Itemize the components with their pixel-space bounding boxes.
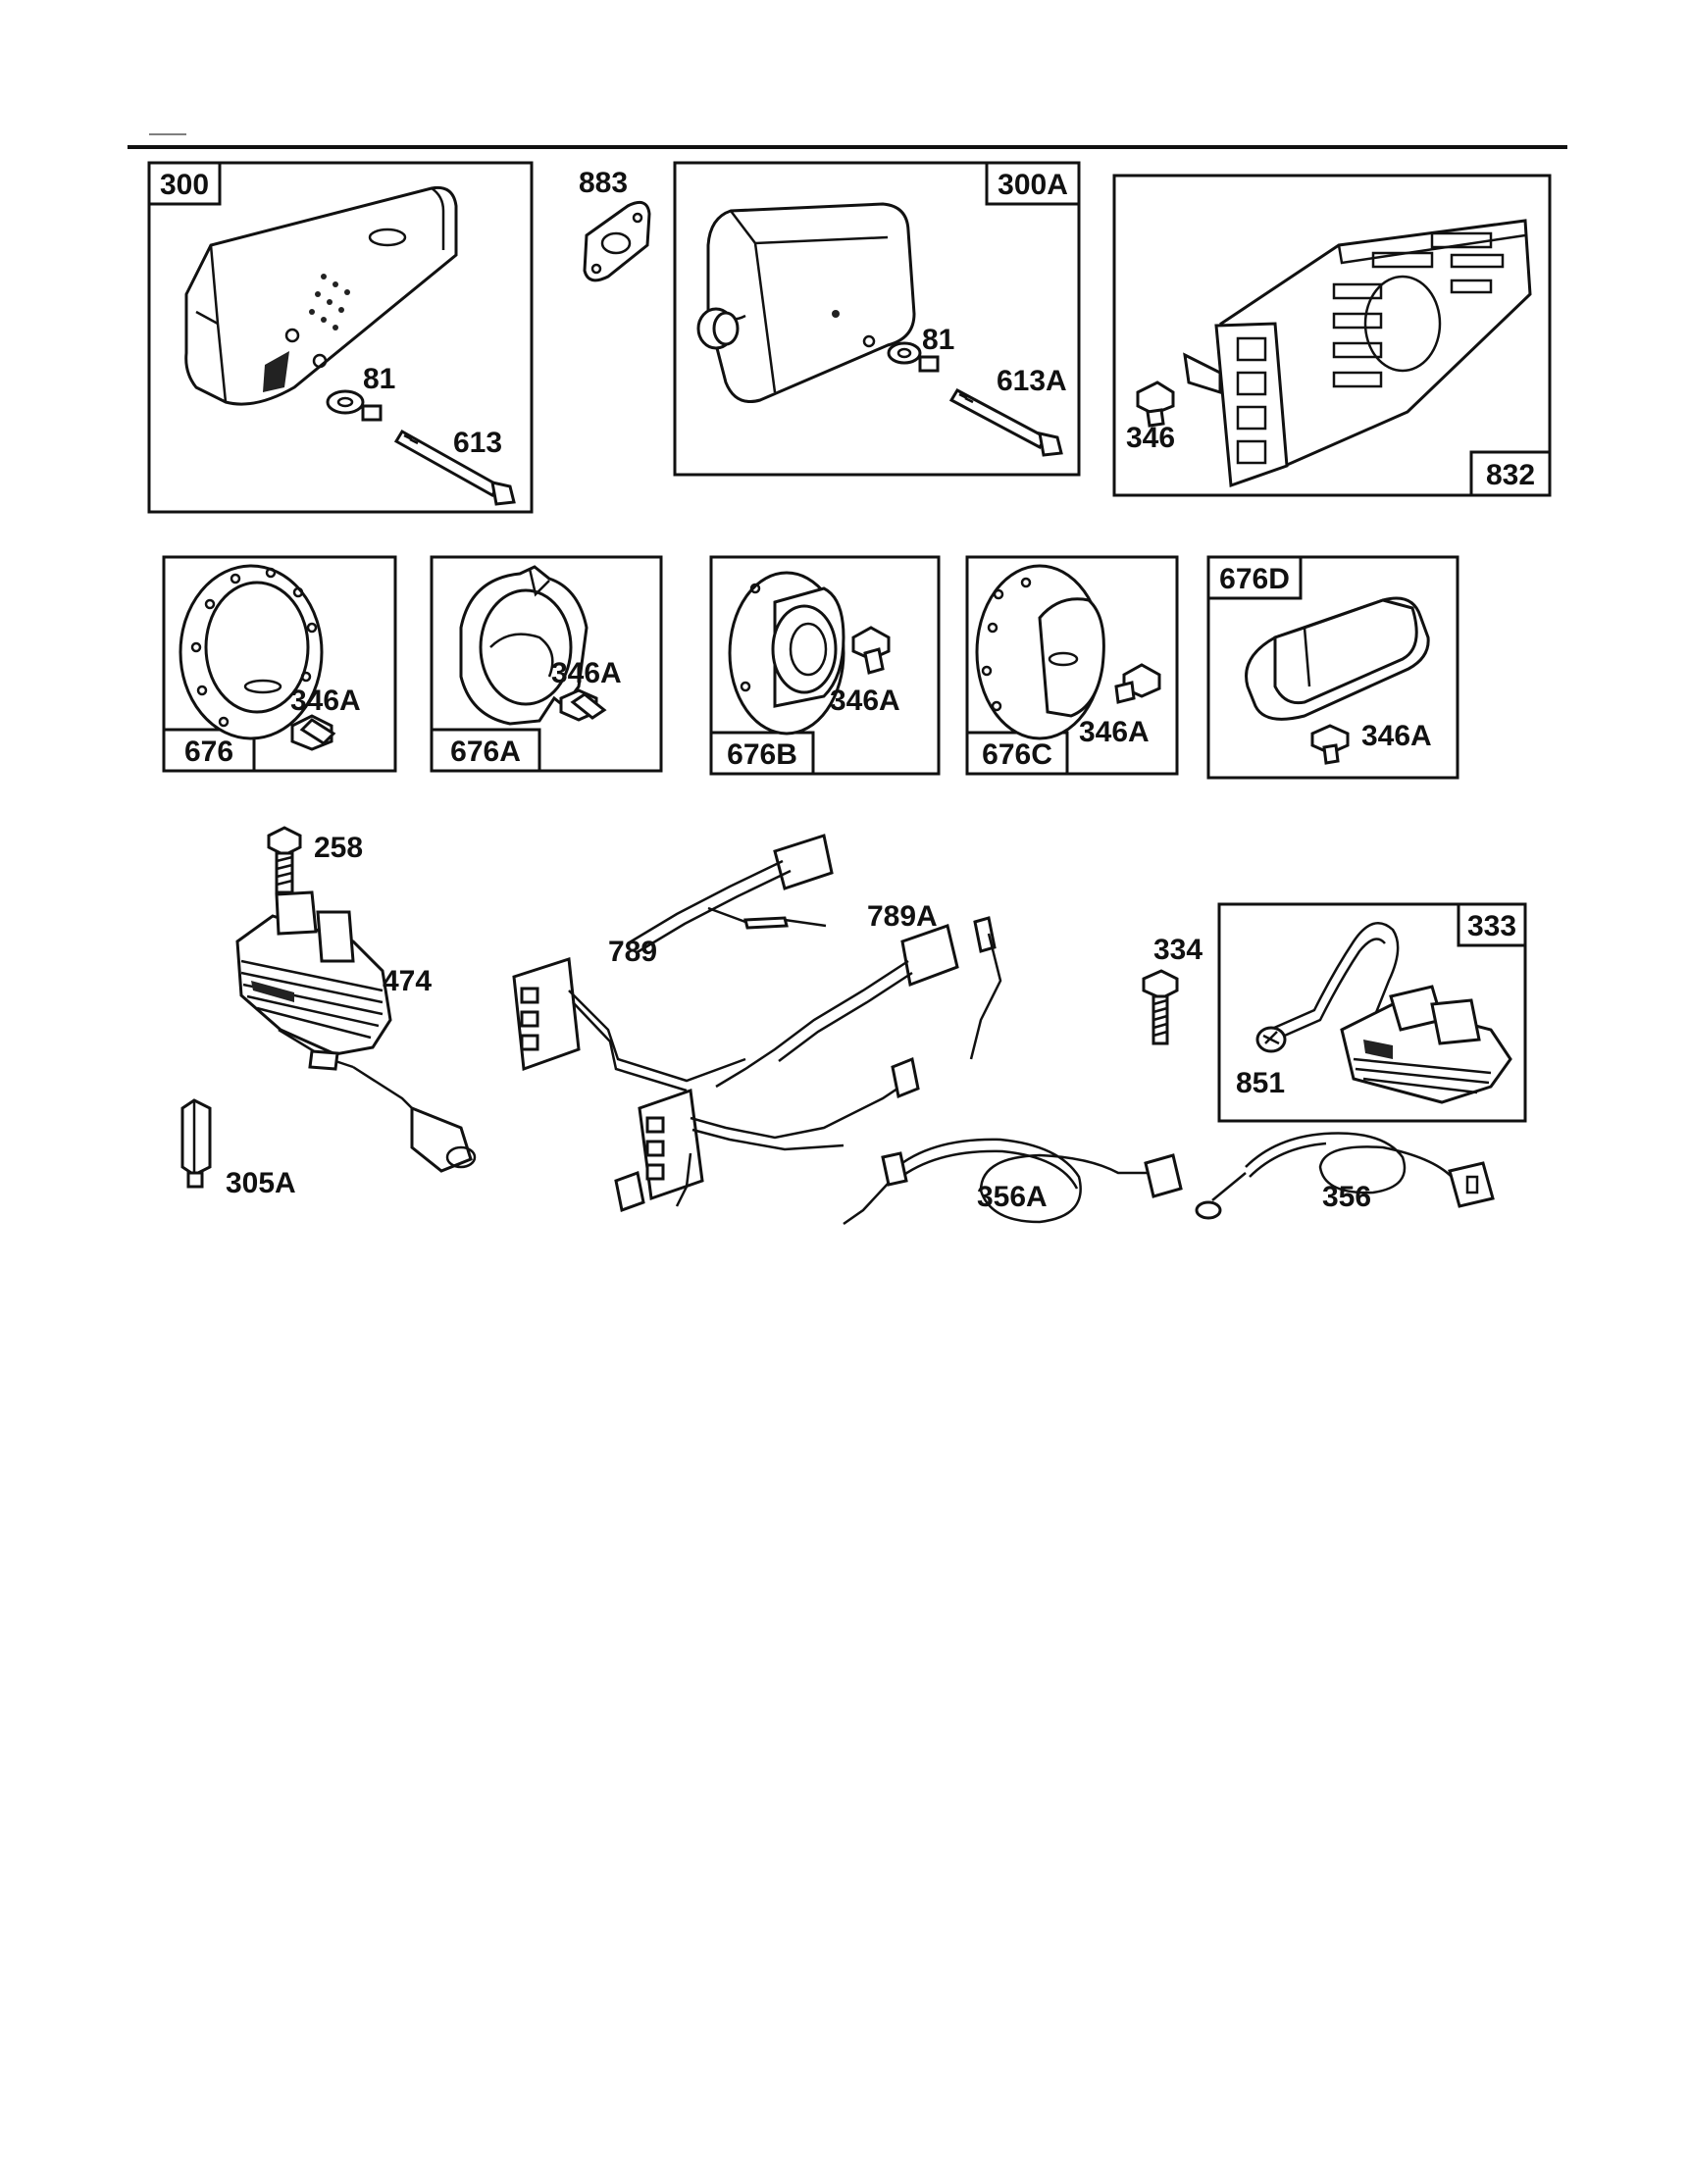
box-676a: 676A 346A xyxy=(430,555,663,773)
clip-851-drawing xyxy=(1255,1026,1287,1053)
callout-356a: 356A xyxy=(977,1181,1048,1213)
screw-346a-3-drawing xyxy=(851,626,891,675)
box-676b-frame xyxy=(709,555,941,776)
screw-346-drawing xyxy=(1136,381,1175,428)
washer-81-drawing xyxy=(326,389,383,422)
screw-346a-5-drawing xyxy=(1310,724,1350,765)
callout-346a-676a: 346A xyxy=(551,657,622,689)
box-300-frame xyxy=(147,161,534,514)
box-832-tag: 832 xyxy=(1486,459,1535,491)
box-832-frame xyxy=(1112,174,1552,497)
callout-346: 346 xyxy=(1126,422,1175,454)
box-333-frame xyxy=(1217,902,1527,1123)
box-300-tag: 300 xyxy=(160,169,209,201)
box-676b-tag: 676B xyxy=(727,738,797,771)
box-676d-frame xyxy=(1206,555,1459,780)
box-676b-tag-frame xyxy=(709,731,815,776)
box-676a-tag-frame xyxy=(430,728,541,773)
bolt-613-drawing xyxy=(393,429,516,506)
box-676b: 676B 346A xyxy=(709,555,941,776)
callout-81-a: 81 xyxy=(363,363,395,395)
callout-851: 851 xyxy=(1236,1067,1285,1099)
screw-346a-1-drawing xyxy=(290,714,336,751)
box-333: 333 851 xyxy=(1217,902,1527,1123)
screw-334: 334 xyxy=(1142,934,1203,1045)
muffler-300a-drawing xyxy=(696,202,916,403)
box-676a-frame xyxy=(430,555,663,773)
box-300a: 300A 81 613A xyxy=(673,161,1081,477)
callout-346a-676: 346A xyxy=(290,685,361,717)
callout-613: 613 xyxy=(453,427,502,459)
box-676a-tag: 676A xyxy=(450,736,521,768)
callout-789: 789 xyxy=(608,936,657,968)
callout-258: 258 xyxy=(314,832,363,864)
box-300a-tag-frame xyxy=(985,161,1081,206)
cover-676c-drawing xyxy=(975,564,1105,740)
callout-81-b: 81 xyxy=(922,324,954,356)
lead-356a: 356A xyxy=(843,1138,1183,1226)
box-832: 832 346 xyxy=(1112,174,1552,497)
box-676-tag-frame xyxy=(162,728,256,773)
box-676-frame xyxy=(162,555,397,773)
callout-474: 474 xyxy=(383,965,432,997)
lead-356: 356 xyxy=(1195,1132,1495,1220)
stud-305a: 305A xyxy=(180,1098,296,1199)
module-333-drawing xyxy=(1264,922,1512,1104)
bolt-613a-drawing xyxy=(948,388,1063,457)
box-300: 300 81 613 xyxy=(147,161,534,514)
cover-676d-drawing xyxy=(1245,596,1430,721)
screw-346a-2-drawing xyxy=(559,688,607,722)
box-676: 676 346A xyxy=(162,555,397,773)
box-832-tag-frame xyxy=(1469,450,1552,497)
callout-346a-676b: 346A xyxy=(830,685,900,717)
box-300a-tag: 300A xyxy=(998,169,1068,201)
cover-676b-drawing xyxy=(728,571,845,736)
cover-676a-drawing xyxy=(459,565,589,726)
box-676d: 676D 346A xyxy=(1206,555,1459,780)
box-300-tag-frame xyxy=(147,161,222,206)
callout-883: 883 xyxy=(579,167,628,199)
callout-613a: 613A xyxy=(997,365,1067,397)
muffler-300-drawing xyxy=(184,185,458,406)
box-676c-frame xyxy=(965,555,1179,776)
cover-676-drawing xyxy=(179,564,324,740)
box-676-tag: 676 xyxy=(184,736,233,768)
callout-346a-676d: 346A xyxy=(1361,720,1432,752)
callout-305a: 305A xyxy=(226,1167,296,1199)
box-676d-tag: 676D xyxy=(1219,563,1290,595)
harness-789: 789 xyxy=(512,834,834,1092)
box-300a-frame xyxy=(673,161,1081,477)
heat-shield-832-drawing xyxy=(1183,219,1532,488)
box-676c-tag: 676C xyxy=(982,738,1052,771)
callout-334: 334 xyxy=(1153,934,1203,966)
washer-81b-drawing xyxy=(887,341,940,373)
box-676d-tag-frame xyxy=(1206,555,1303,600)
gasket-883: 883 xyxy=(579,167,651,282)
box-333-tag-frame xyxy=(1457,902,1527,947)
harness-789a: 789A xyxy=(614,900,1002,1213)
box-333-tag: 333 xyxy=(1467,910,1516,942)
screw-346a-4-drawing xyxy=(1114,663,1161,704)
callout-346a-676c: 346A xyxy=(1079,716,1150,748)
armature-474: 474 xyxy=(235,890,477,1173)
callout-356: 356 xyxy=(1322,1181,1371,1213)
box-676c: 676C 346A xyxy=(965,555,1179,776)
screw-258: 258 xyxy=(267,826,363,894)
callout-789a: 789A xyxy=(867,900,938,933)
